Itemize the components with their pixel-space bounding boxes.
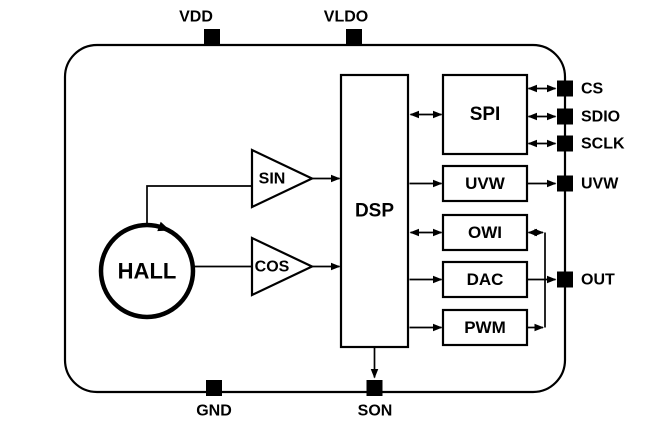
sin-amplifier-shape xyxy=(250,148,315,209)
pin-sdio xyxy=(557,108,573,125)
pin-cs xyxy=(557,80,573,97)
spi-box xyxy=(441,73,529,156)
hall-label: HALL xyxy=(118,259,177,284)
right-pins: CS SDIO SCLK UVW OUT xyxy=(557,80,625,289)
dac-block: DAC xyxy=(441,260,529,299)
hall-circle xyxy=(98,222,196,320)
pin-uvw xyxy=(557,175,573,192)
pin-out-label: OUT xyxy=(581,272,615,289)
dsp-box xyxy=(339,73,410,349)
wire-hall-sin xyxy=(146,185,251,225)
uvw-box xyxy=(441,164,529,203)
pin-sclk xyxy=(557,135,573,152)
hall-sensor: HALL xyxy=(98,221,196,320)
sin-label: SIN xyxy=(259,171,286,188)
pin-uvw-label: UVW xyxy=(581,176,619,193)
pin-vldo xyxy=(346,29,362,45)
pin-gnd-label: GND xyxy=(196,403,232,420)
pwm-box xyxy=(441,308,529,347)
owi-block: OWI xyxy=(441,213,529,252)
rotation-arrow-icon xyxy=(157,221,171,232)
wires xyxy=(146,84,557,379)
pin-out xyxy=(557,271,573,288)
chip-outline xyxy=(63,43,567,394)
cos-label: COS xyxy=(255,259,290,276)
dsp-label: DSP xyxy=(355,201,394,222)
pin-vdd xyxy=(204,29,220,45)
top-pins: VDD VLDO xyxy=(179,9,368,45)
cos-amplifier-shape xyxy=(250,236,315,297)
dac-label: DAC xyxy=(467,270,504,289)
sin-amplifier: SIN xyxy=(250,148,315,209)
bottom-pins: GND SON xyxy=(196,380,392,420)
cos-amplifier: COS xyxy=(250,236,315,297)
pwm-label: PWM xyxy=(464,318,506,337)
spi-label: SPI xyxy=(470,104,501,125)
pin-sdio-label: SDIO xyxy=(581,109,620,126)
owi-label: OWI xyxy=(468,223,502,242)
pin-sclk-label: SCLK xyxy=(581,136,625,153)
pin-vdd-label: VDD xyxy=(179,9,213,26)
dsp-block: DSP xyxy=(339,73,410,349)
pin-son-label: SON xyxy=(358,403,393,420)
uvw-block: UVW xyxy=(441,164,529,203)
uvw-label: UVW xyxy=(465,174,506,193)
pin-cs-label: CS xyxy=(581,81,604,98)
pin-gnd xyxy=(206,380,222,396)
spi-block: SPI xyxy=(441,73,529,156)
pin-vldo-label: VLDO xyxy=(324,9,368,26)
pwm-block: PWM xyxy=(441,308,529,347)
dac-box xyxy=(441,260,529,299)
owi-box xyxy=(441,213,529,252)
pin-son xyxy=(366,380,383,396)
